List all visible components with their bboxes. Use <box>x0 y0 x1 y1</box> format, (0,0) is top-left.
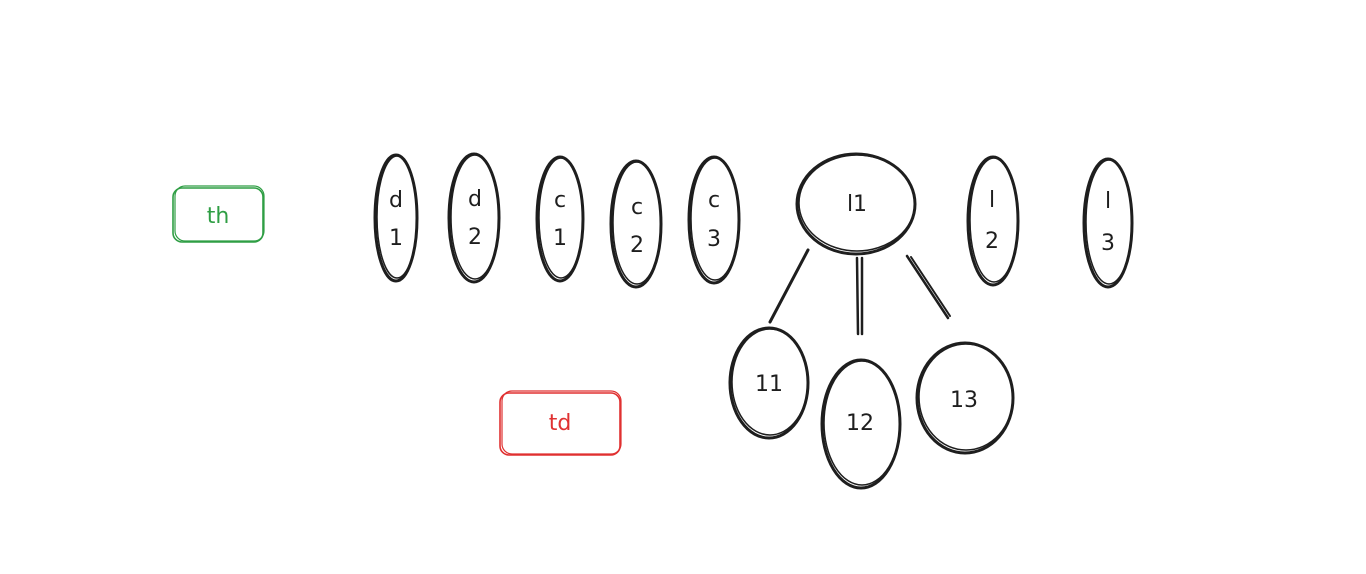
node-c1[interactable]: c 1 <box>535 155 585 283</box>
node-c2[interactable]: c 2 <box>609 159 663 289</box>
node-c3-line1: c <box>708 188 720 213</box>
node-11-label: 11 <box>755 372 783 397</box>
node-c3[interactable]: c 3 <box>687 155 741 285</box>
node-c1-line1: c <box>554 188 566 213</box>
td-label: td <box>549 411 572 436</box>
node-c2-line1: c <box>631 195 643 220</box>
node-c2-line2: 2 <box>630 233 644 258</box>
node-d1[interactable]: d 1 <box>373 153 419 283</box>
node-l3[interactable]: l 3 <box>1082 157 1134 289</box>
node-13-label: 13 <box>950 388 978 413</box>
node-l3-line1: l <box>1105 189 1111 214</box>
node-d2-line2: 2 <box>468 225 482 250</box>
connector-l1-11 <box>768 248 810 324</box>
th-box[interactable]: th <box>172 185 265 243</box>
node-l3-line2: 3 <box>1101 231 1115 256</box>
node-l2-line1: l <box>989 188 995 213</box>
node-12-label: 12 <box>846 411 874 436</box>
node-d1-line1: d <box>389 188 403 213</box>
connector-l1-12 <box>855 256 864 336</box>
node-12[interactable]: 12 <box>820 358 902 490</box>
node-d2[interactable]: d 2 <box>447 152 501 284</box>
node-c3-line2: 3 <box>707 227 721 252</box>
th-label: th <box>207 204 230 229</box>
connector-l1-13 <box>905 254 951 320</box>
node-l2[interactable]: l 2 <box>966 155 1020 287</box>
node-d2-line1: d <box>468 187 482 212</box>
td-box[interactable]: td <box>499 390 622 456</box>
node-l2-line2: 2 <box>985 229 999 254</box>
node-c1-line2: 1 <box>553 226 567 251</box>
node-11[interactable]: 11 <box>728 326 810 440</box>
node-13[interactable]: 13 <box>915 341 1015 455</box>
node-l1[interactable]: l1 <box>795 152 917 256</box>
node-d1-line2: 1 <box>389 226 403 251</box>
node-l1-label: l1 <box>847 192 867 217</box>
